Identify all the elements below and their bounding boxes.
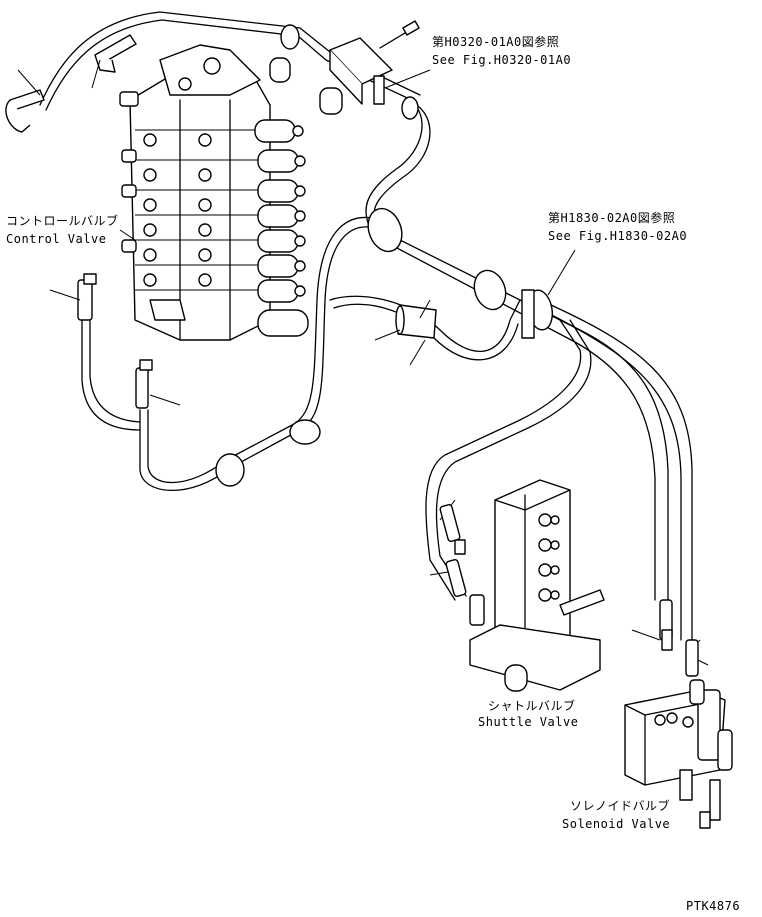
control-valve-label: コントロールバルブ Control Valve (6, 213, 119, 246)
ref-top-jp-label: 第H0320-01A0図参照 (432, 34, 559, 49)
shuttle-valve-jp-label: シャトルバルブ (488, 698, 576, 713)
control-valve-jp-label: コントロールバルブ (6, 213, 119, 228)
drawing-code: PTK4876 (686, 899, 740, 913)
mounting-bracket-top (329, 20, 420, 105)
hose-left-short (81, 319, 141, 431)
hose-fittings-control-valve (5, 34, 437, 409)
hose-left-long (139, 216, 376, 492)
ref-mid-jp-label: 第H1830-02A0図参照 (548, 210, 675, 225)
shuttle-valve (439, 479, 605, 692)
control-valve-body (119, 44, 309, 341)
solenoid-valve-jp-label: ソレノイドバルブ (570, 798, 670, 813)
solenoid-valve (624, 599, 733, 829)
hose-clamps (215, 24, 554, 487)
reference-mid: 第H1830-02A0図参照 See Fig.H1830-02A0 (548, 210, 687, 243)
leader-lines (17, 59, 709, 666)
shuttle-valve-en-label: Shuttle Valve (478, 715, 578, 729)
ref-top-en-label: See Fig.H0320-01A0 (432, 53, 571, 67)
control-valve-en-label: Control Valve (6, 232, 106, 246)
ref-mid-en-label: See Fig.H1830-02A0 (548, 229, 687, 243)
reference-top: 第H0320-01A0図参照 See Fig.H0320-01A0 (432, 34, 571, 67)
shuttle-valve-label: シャトルバルブ Shuttle Valve (478, 698, 578, 729)
hose-long-diagonal (369, 224, 693, 641)
solenoid-valve-label: ソレノイドバルブ Solenoid Valve (562, 798, 670, 831)
hose-top-loop (39, 11, 421, 111)
hose-to-shuttle (425, 319, 592, 601)
solenoid-valve-en-label: Solenoid Valve (562, 817, 670, 831)
